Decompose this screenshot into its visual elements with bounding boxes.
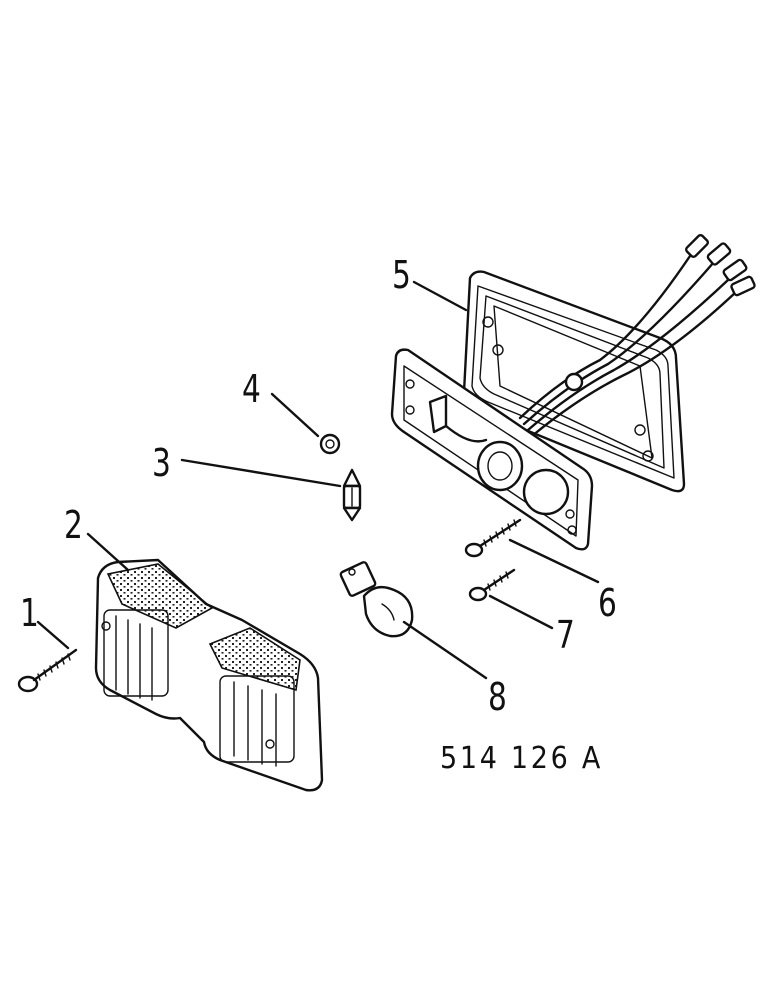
- lens-housing-part: [94, 558, 324, 792]
- drawing-code: 514 126 A: [440, 741, 604, 776]
- leader-lines: [36, 280, 600, 680]
- screw-part-7: [468, 568, 516, 602]
- callout-3: 3: [152, 441, 171, 485]
- callout-1: 1: [20, 591, 39, 635]
- callout-2: 2: [64, 503, 83, 547]
- festoon-bulb-part: [342, 468, 362, 522]
- callout-5: 5: [392, 253, 411, 297]
- nut-part: [319, 433, 341, 455]
- callout-7: 7: [556, 613, 575, 657]
- callout-6: 6: [598, 581, 617, 625]
- lamp-base-plate: [390, 348, 594, 551]
- callout-8: 8: [488, 675, 507, 719]
- bayonet-bulb-part: [339, 561, 414, 638]
- callout-4: 4: [242, 367, 261, 411]
- screw-part-1: [17, 648, 78, 693]
- screw-part-6: [464, 518, 522, 558]
- wiring-harness: [518, 234, 756, 438]
